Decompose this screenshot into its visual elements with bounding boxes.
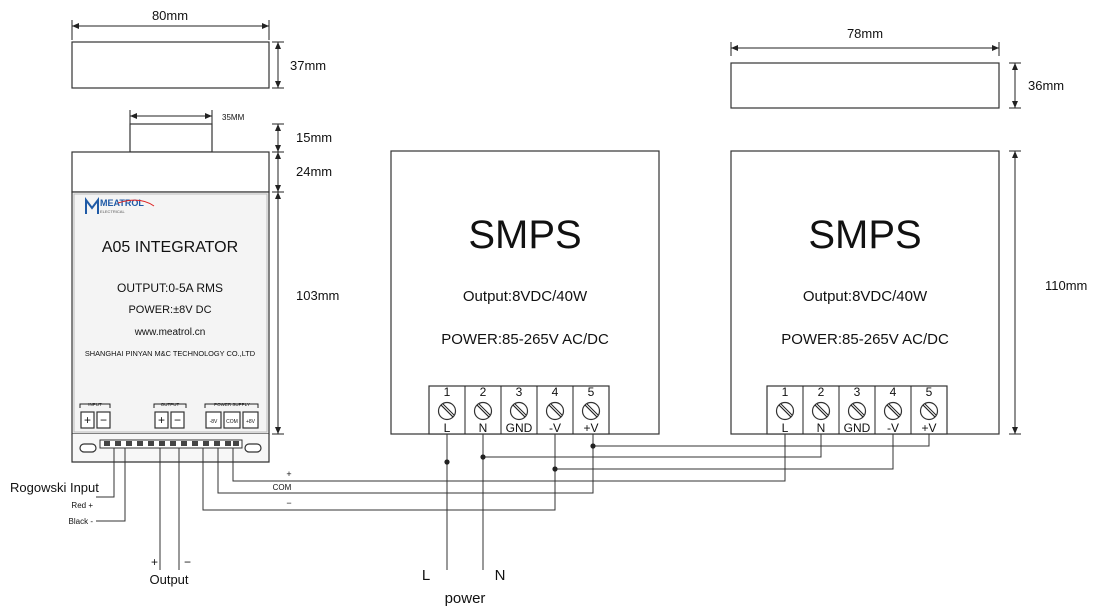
power-l-label: L [422, 567, 430, 584]
smps-1-power: POWER:85-265V AC/DC [441, 331, 609, 348]
smps-2-power: POWER:85-265V AC/DC [781, 331, 949, 348]
svg-text:POWER SUPPLY: POWER SUPPLY [214, 402, 250, 407]
bus-minus-label: − [286, 498, 291, 508]
svg-text:ELECTRICAL: ELECTRICAL [100, 209, 125, 214]
integrator-output-spec: OUTPUT:0-5A RMS [117, 281, 223, 295]
svg-text:−: − [100, 413, 107, 427]
svg-text:N: N [479, 421, 488, 435]
output-plus-label: + [151, 555, 158, 569]
smps-1-title: SMPS [468, 213, 581, 257]
integrator-power-spec: POWER:±8V DC [128, 304, 211, 316]
svg-text:COM: COM [226, 419, 238, 425]
integrator-model: A05 INTEGRATOR [102, 239, 238, 256]
connector-width-label: 35MM [222, 113, 245, 122]
svg-text:+V: +V [583, 421, 598, 435]
svg-text:N: N [817, 421, 826, 435]
svg-text:+V: +V [921, 421, 936, 435]
svg-text:L: L [782, 421, 789, 435]
integrator-top-view [71, 41, 270, 89]
red-wire-label: Red + [71, 501, 93, 510]
svg-text:L: L [444, 421, 451, 435]
svg-text:4: 4 [552, 385, 559, 399]
integrator-connector [129, 123, 213, 153]
rogowski-input-label: Rogowski Input [10, 480, 99, 495]
svg-text:2: 2 [480, 385, 487, 399]
connector-height-label: 15mm [296, 130, 332, 145]
svg-text:1: 1 [444, 385, 451, 399]
svg-text:3: 3 [854, 385, 861, 399]
bus-plus-label: + [286, 469, 291, 479]
width-dimension-label: 80mm [152, 8, 188, 23]
svg-text:+: + [158, 413, 165, 427]
svg-text:+8V: +8V [246, 419, 256, 425]
smps-2-output: Output:8VDC/40W [803, 288, 928, 305]
output-label: Output [149, 572, 188, 587]
svg-text:3: 3 [516, 385, 523, 399]
smps-width-label: 78mm [847, 26, 883, 41]
integrator-terminals: + − + − -8V COM +8V [80, 411, 259, 429]
svg-text:GND: GND [844, 421, 871, 435]
top-height-label: 37mm [290, 58, 326, 73]
integrator-base [71, 434, 270, 463]
smps-1-output: Output:8VDC/40W [463, 288, 588, 305]
smps-depth-label: 36mm [1028, 78, 1064, 93]
svg-text:4: 4 [890, 385, 897, 399]
integrator-website: www.meatrol.cn [134, 327, 206, 338]
integrator-body [71, 191, 270, 435]
power-label: power [445, 590, 486, 607]
smps-1-terminal-block: 1 2 3 4 5 L N GND -V +V [428, 385, 610, 435]
bus-com-label: COM [273, 483, 292, 492]
svg-text:5: 5 [926, 385, 933, 399]
wiring [96, 434, 930, 570]
integrator-company: SHANGHAI PINYAN M&C TECHNOLOGY CO.,LTD [85, 349, 255, 358]
svg-text:5: 5 [588, 385, 595, 399]
svg-text:INPUT: INPUT [88, 402, 102, 407]
smps-2-terminal-block: 1 2 3 4 5 L N GND -V +V [766, 385, 948, 435]
svg-text:GND: GND [506, 421, 533, 435]
svg-text:OUTPUT: OUTPUT [161, 402, 180, 407]
black-wire-label: Black - [69, 517, 94, 526]
integrator-cap [71, 151, 270, 193]
cap-height-label: 24mm [296, 164, 332, 179]
integrator-terminal-groups: INPUT OUTPUT POWER SUPPLY [79, 402, 259, 408]
smps-2-title: SMPS [808, 213, 921, 257]
smps-height-label: 110mm [1045, 278, 1087, 293]
svg-text:+: + [84, 413, 91, 427]
svg-text:2: 2 [818, 385, 825, 399]
smps-top-view [730, 62, 1000, 109]
body-height-label: 103mm [296, 288, 339, 303]
svg-text:-V: -V [549, 421, 561, 435]
svg-text:1: 1 [782, 385, 789, 399]
power-n-label: N [495, 567, 506, 584]
svg-text:−: − [174, 413, 181, 427]
meatrol-logo: MEATROL ELECTRICAL [85, 197, 155, 214]
output-minus-label: − [184, 555, 191, 569]
svg-text:MEATROL: MEATROL [100, 198, 144, 208]
svg-text:-V: -V [887, 421, 899, 435]
svg-text:-8V: -8V [210, 419, 218, 425]
